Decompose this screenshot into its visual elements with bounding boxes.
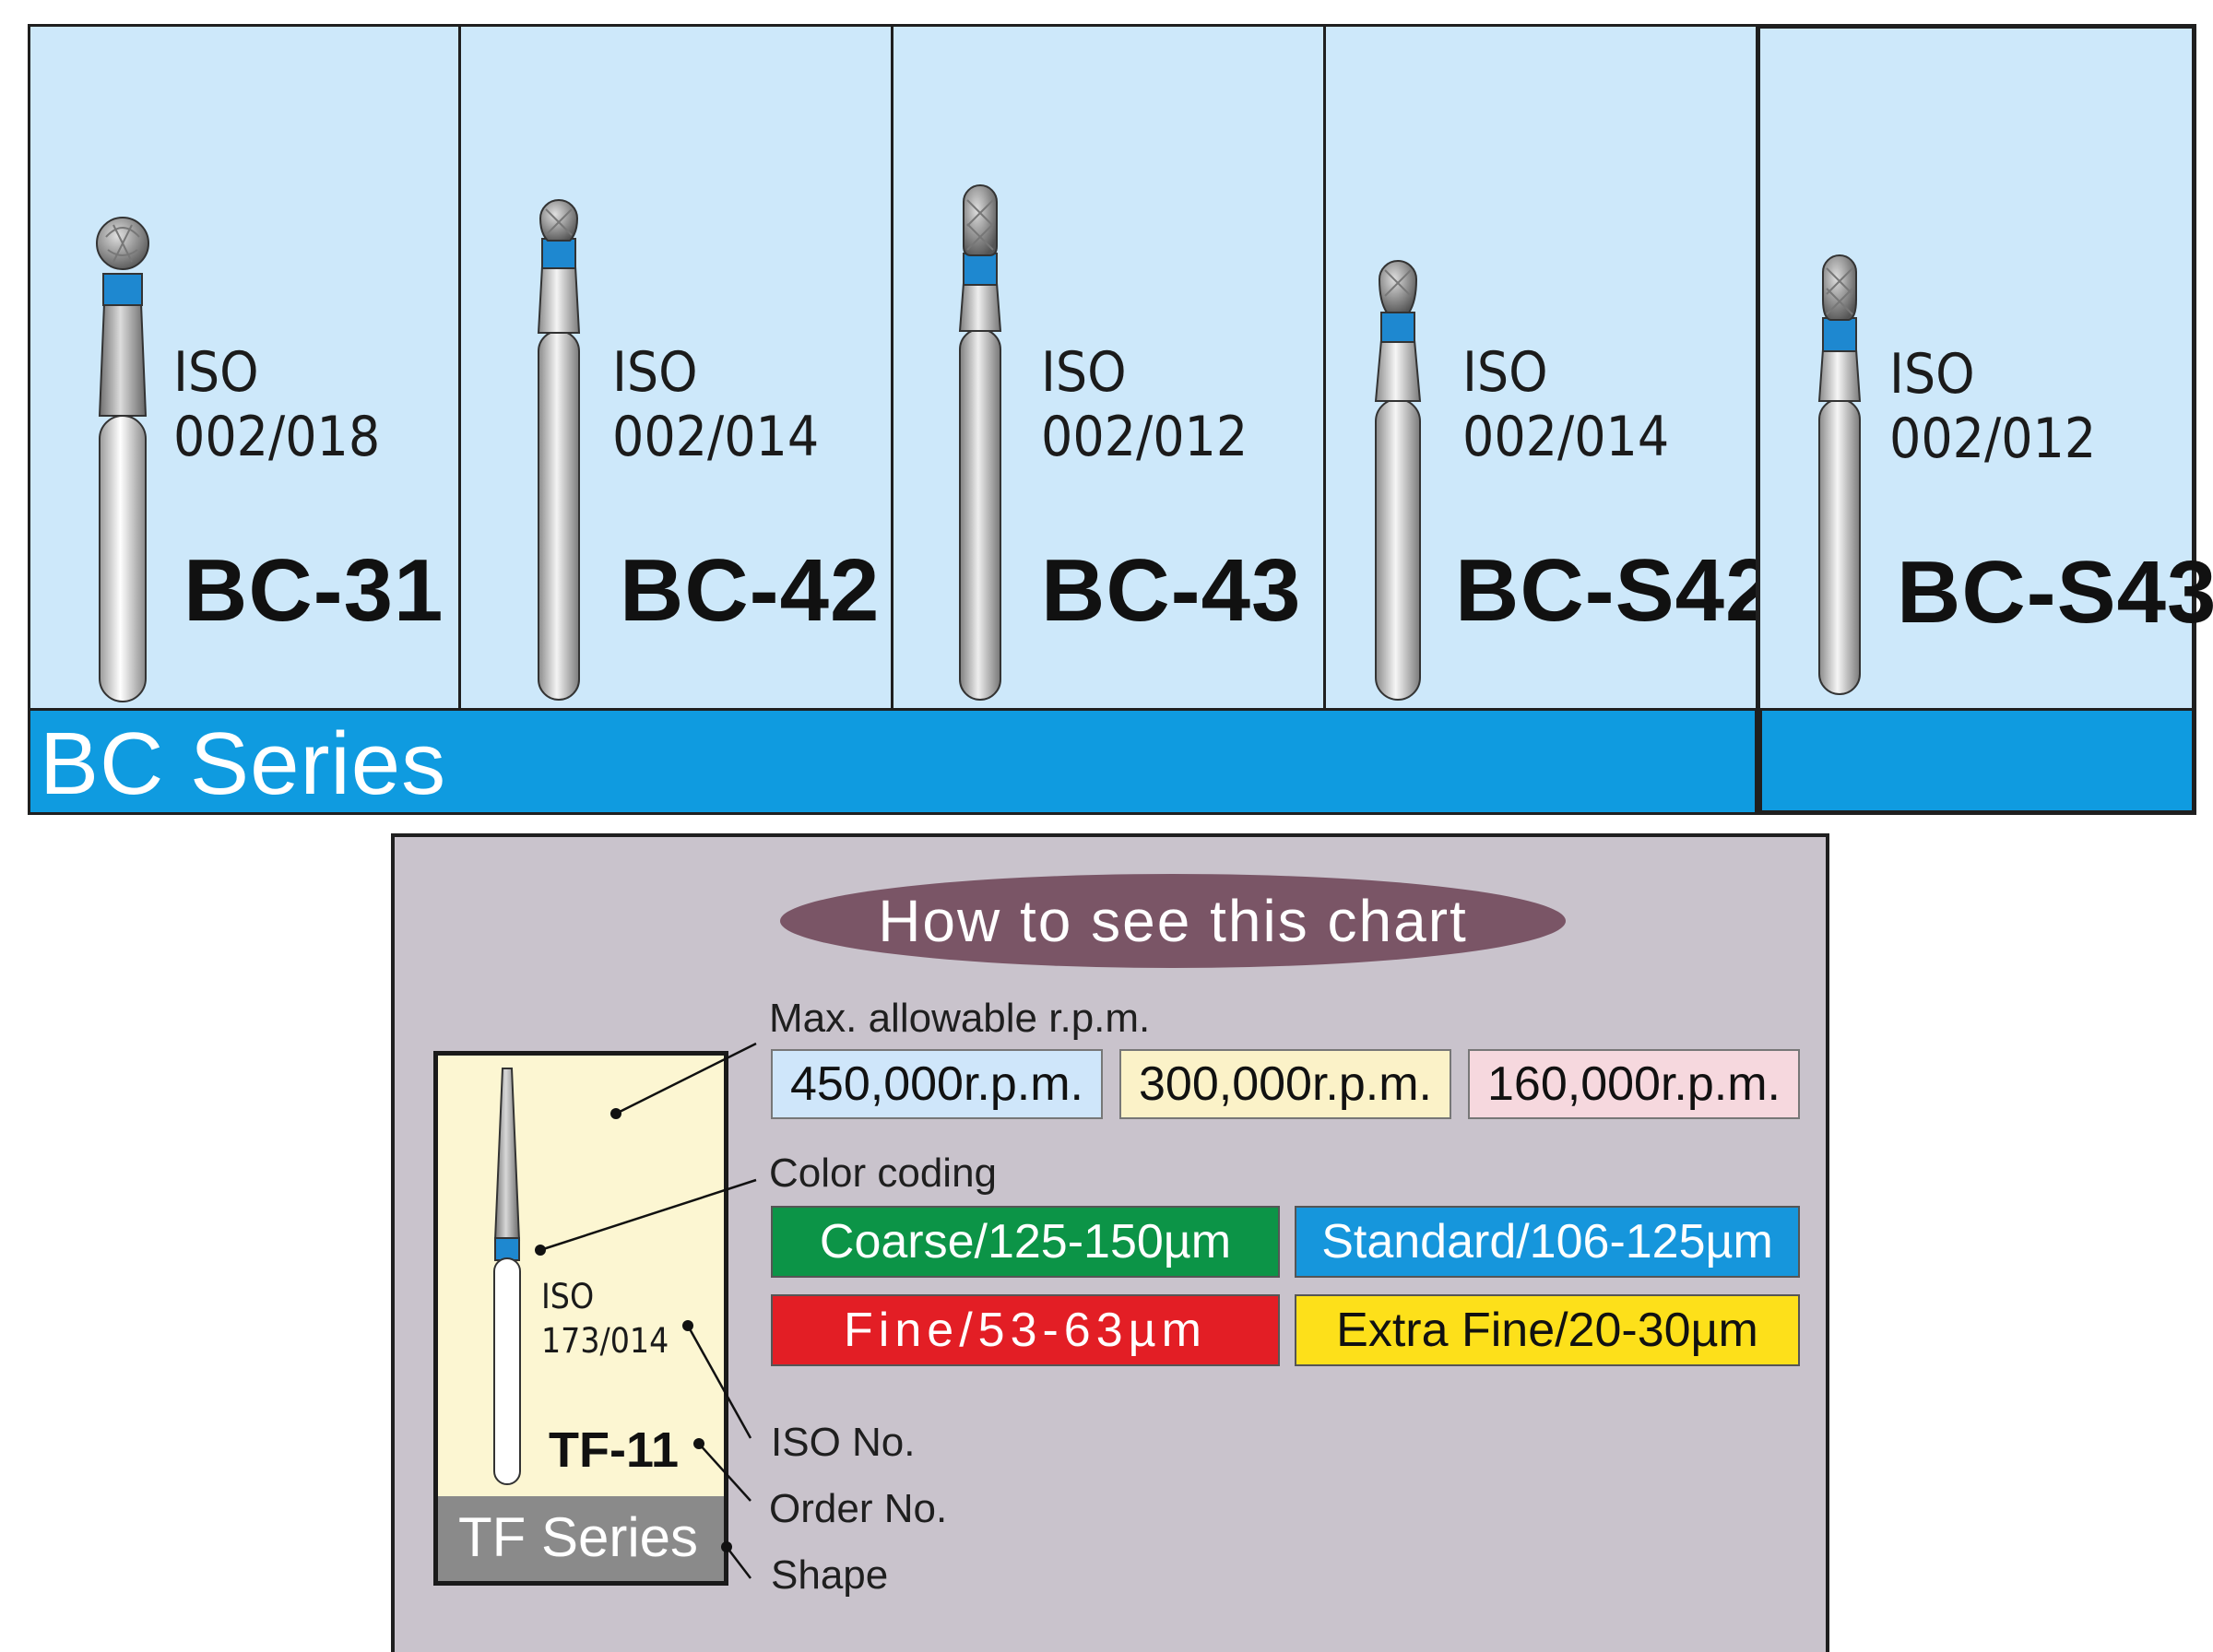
sample-order-number: TF-11 (549, 1422, 680, 1478)
order-number: BC-42 (620, 541, 881, 640)
tapered-bur-icon (493, 1068, 521, 1485)
product-card-bc-42[interactable]: ISO 002/014 BC-42 (458, 24, 893, 708)
sample-iso-number: ISO 173/014 (541, 1277, 669, 1361)
bur-drill-icon (96, 217, 149, 702)
series-bar-end (1757, 708, 2196, 815)
grit-coarse-box: Coarse/125-150µm (771, 1206, 1280, 1278)
order-number: BC-43 (1041, 541, 1302, 640)
bur-drill-icon (1374, 260, 1422, 701)
bur-drill-icon (537, 199, 581, 701)
rpm-box-160000: 160,000r.p.m. (1468, 1049, 1800, 1119)
iso-number: ISO 002/012 (1041, 340, 1249, 469)
rpm-label: Max. allowable r.p.m. (769, 996, 1151, 1041)
series-title: BC Series (40, 714, 447, 813)
legend-title: How to see this chart (878, 888, 1468, 954)
iso-number: ISO 002/014 (612, 340, 820, 469)
product-card-bc-s42[interactable]: ISO 002/014 BC-S42 (1323, 24, 1774, 708)
grit-fine-box: Fine/53-63µm (771, 1294, 1280, 1366)
callout-shape: Shape (771, 1552, 889, 1598)
product-card-bc-43[interactable]: ISO 002/012 BC-43 (891, 24, 1326, 708)
rpm-box-300000: 300,000r.p.m. (1119, 1049, 1451, 1119)
grit-standard-box: Standard/106-125µm (1295, 1206, 1800, 1278)
callout-order-no: Order No. (769, 1486, 948, 1531)
bur-drill-icon (958, 184, 1002, 701)
product-card-bc-s43[interactable]: ISO 002/012 BC-S43 (1756, 24, 2213, 708)
series-bar: BC Series (28, 708, 1757, 815)
bur-drill-icon (1817, 254, 1862, 695)
sample-series-title: TF Series (458, 1506, 699, 1568)
order-number: BC-S42 (1455, 541, 1776, 640)
legend-panel: How to see this chart ISO 173/014 TF-11 … (391, 833, 1829, 1652)
product-card-bc-31[interactable]: ISO 002/018 BC-31 (28, 24, 461, 708)
callout-iso-no: ISO No. (771, 1420, 916, 1465)
bc-series-panel: ISO 002/018 BC-31 ISO 002/014 (28, 24, 2213, 815)
sample-product-card: ISO 173/014 TF-11 TF Series (433, 1051, 728, 1586)
iso-number: ISO 002/018 (173, 340, 381, 469)
order-number: BC-31 (183, 541, 444, 640)
iso-number: ISO 002/012 (1889, 342, 2097, 471)
order-number: BC-S43 (1897, 543, 2213, 642)
rpm-box-450000: 450,000r.p.m. (771, 1049, 1103, 1119)
iso-number: ISO 002/014 (1462, 340, 1670, 469)
legend-title-pill: How to see this chart (780, 874, 1566, 968)
color-coding-label: Color coding (769, 1150, 998, 1196)
sample-series-bar: TF Series (438, 1496, 724, 1581)
grit-extra-fine-box: Extra Fine/20-30µm (1295, 1294, 1800, 1366)
